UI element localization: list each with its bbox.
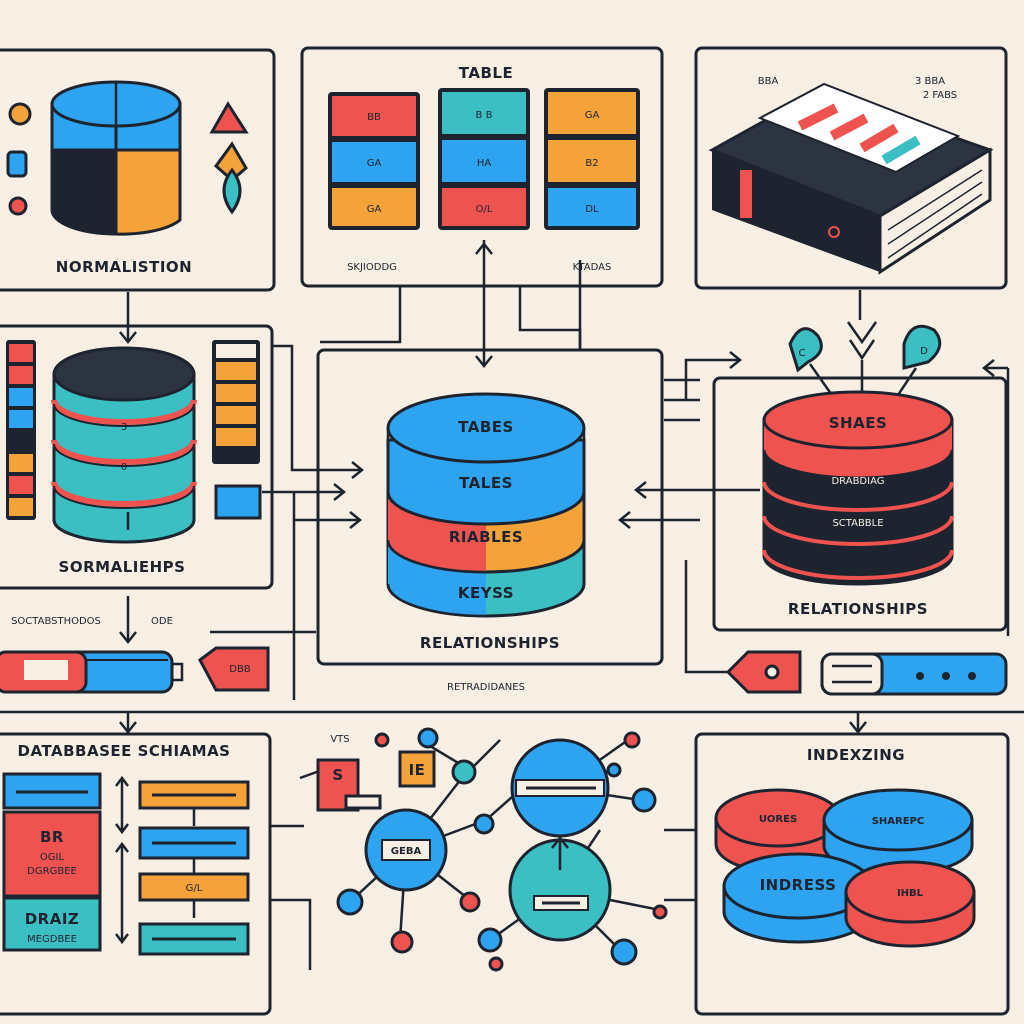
normalization-title: NORMALISTION xyxy=(56,258,192,276)
right-bar xyxy=(820,652,1008,696)
indexing-disk-1: UORES xyxy=(759,814,797,825)
indexing-disk-2: SHAREPC xyxy=(872,816,925,827)
normalization-panel xyxy=(0,48,276,292)
book-panel xyxy=(694,46,1008,290)
table-right-caption: KTADAS xyxy=(573,262,612,273)
schemas-right-list: G/L xyxy=(115,775,250,956)
right-db-cylinder: SHAES DRABDIAG SCTABBLE DATABDIOD xyxy=(762,390,954,586)
right-tag xyxy=(725,650,802,694)
right-db-panel xyxy=(712,376,1008,632)
book-top-right: 3 BBA xyxy=(915,76,945,87)
center-layer-1: TABES xyxy=(458,418,514,436)
center-layer-2: TALES xyxy=(459,474,513,492)
right-mini-table xyxy=(212,340,262,520)
table-cell-2: GA xyxy=(367,158,382,169)
schemas-teal-sub: MEGDBEE xyxy=(27,934,77,945)
table-cell-5: HA xyxy=(477,158,492,169)
schemas-red-sub2: DGRGBEE xyxy=(27,866,77,877)
bars-middle-caption: RETRADIDANES xyxy=(447,682,525,693)
graph-node-vts: VTS xyxy=(330,734,349,745)
relationships-cell-1: 3 xyxy=(121,422,127,433)
schemas-mid-label: G/L xyxy=(186,883,203,894)
table-panel xyxy=(300,46,664,288)
table-cell-1: BB xyxy=(367,112,381,123)
normalization-cylinder xyxy=(50,80,182,236)
right-db-layer-4: DATABDIOD xyxy=(829,562,888,573)
table-cell-6: O/L xyxy=(476,204,493,215)
right-db-pins: C D xyxy=(788,321,942,399)
book-top-small: 2 FABS xyxy=(923,90,957,101)
schemas-teal-box: DRAIZ xyxy=(25,910,80,928)
relationships-cell-2: 0 xyxy=(121,462,127,473)
svg-text:4: 4 xyxy=(810,216,816,227)
indexing-disks: UORES SHAREPC INDRESS IHBL xyxy=(714,788,976,948)
table-columns: BB GA GA B B HA O/L GA B2 DL xyxy=(328,88,640,230)
schemas-red-box: BR xyxy=(40,828,64,846)
left-bar xyxy=(0,650,184,694)
left-mini-table xyxy=(6,340,36,520)
relationships-cylinder: 3 0 xyxy=(51,346,197,544)
relationships-stack-title: SORMALIEHPS xyxy=(59,558,186,576)
table-cell-3: GA xyxy=(367,204,382,215)
center-caption: RELATIONSHIPS xyxy=(420,634,560,652)
center-layer-3: RIABLES xyxy=(449,528,523,546)
schemas-title: DATABBASEE SCHIAMAS xyxy=(18,742,231,760)
table-left-caption: SKJIODDG xyxy=(347,262,397,273)
table-cell-8: B2 xyxy=(585,158,598,169)
book-icon: 4 xyxy=(708,82,994,275)
schemas-panel xyxy=(0,732,272,1016)
right-db-layer-1: SHAES xyxy=(829,414,888,432)
svg-text:D: D xyxy=(920,346,928,357)
table-cell-7: GA xyxy=(585,110,600,121)
center-cylinder: TABES TALES RIABLES KEYSS xyxy=(386,392,586,618)
schemas-left-stack: BR OGIL DGRGBEE DRAIZ MEGDBEE xyxy=(2,772,102,952)
indexing-title: INDEXZING xyxy=(807,746,905,764)
table-cell-4: B B xyxy=(476,110,493,121)
left-tag: DBB xyxy=(198,646,270,692)
center-panel xyxy=(316,348,664,666)
bars-left-caption: SOCTABSTHODOS xyxy=(11,616,101,627)
bars-left-small: ODE xyxy=(151,616,173,627)
indexing-disk-3: INDRESS xyxy=(760,876,837,894)
right-db-caption: RELATIONSHIPS xyxy=(788,600,928,618)
normalization-side-icons xyxy=(6,101,249,216)
right-db-layer-2: DRABDIAG xyxy=(831,476,884,487)
svg-text:C: C xyxy=(799,348,806,359)
table-cell-9: DL xyxy=(585,204,599,215)
schemas-red-sub: OGIL xyxy=(40,852,65,863)
graph-node-main: GEBA xyxy=(391,846,422,857)
er-graph: GEBA S IE VTS xyxy=(299,727,668,972)
graph-node-s: S xyxy=(332,766,343,784)
right-db-layer-3: SCTABBLE xyxy=(832,518,883,529)
left-tag-label: DBB xyxy=(229,664,251,675)
relationships-stack-panel xyxy=(0,324,274,590)
table-title: TABLE xyxy=(459,64,513,82)
book-top-left: BBA xyxy=(758,76,779,87)
graph-node-ie: IE xyxy=(409,761,426,779)
connectors xyxy=(0,240,1024,970)
center-layer-4: KEYSS xyxy=(458,584,514,602)
indexing-panel xyxy=(694,732,1010,1016)
indexing-disk-4: IHBL xyxy=(897,888,924,899)
